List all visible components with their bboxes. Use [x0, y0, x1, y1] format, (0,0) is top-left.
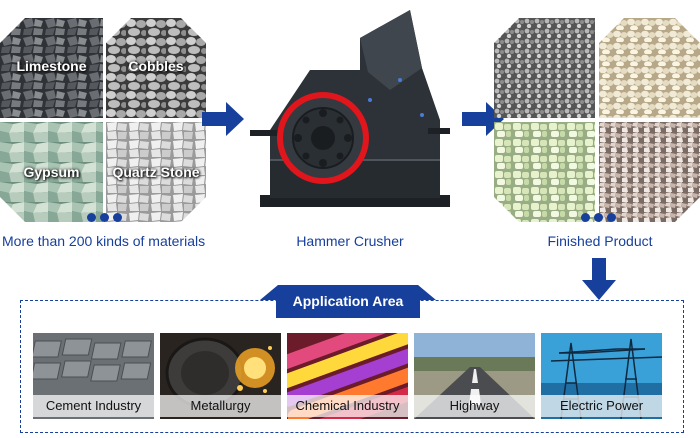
- metallurgy-image: [160, 333, 281, 419]
- more-materials-dots: [87, 213, 122, 222]
- material-label: Quartz Stone: [112, 164, 200, 180]
- product-caption: Finished Product: [547, 233, 653, 249]
- more-products-dots: [581, 213, 616, 222]
- material-label: Cobbles: [128, 58, 184, 74]
- product-tile-pink-gravel: [599, 122, 700, 222]
- machine-caption: Hammer Crusher: [296, 233, 404, 249]
- dot: [87, 213, 96, 222]
- dot: [594, 213, 603, 222]
- gypsum-image: [0, 122, 103, 222]
- arrow-right-icon: [462, 102, 504, 136]
- dot: [113, 213, 122, 222]
- application-tile-chemical-industry: Chemical Industry: [287, 333, 408, 419]
- application-area-tab: [260, 285, 436, 318]
- application-label: Chemical Industry: [287, 395, 408, 417]
- grey-gravel-image: [494, 18, 595, 118]
- material-label: Gypsum: [23, 164, 80, 180]
- application-tile-highway: Highway: [414, 333, 535, 419]
- application-tile-electric-power: Electric Power: [541, 333, 662, 419]
- material-tile-cobbles: Cobbles: [106, 18, 206, 118]
- material-label: Limestone: [16, 58, 87, 74]
- product-tile-grey-gravel: [494, 18, 595, 118]
- arrow-down-icon: [582, 258, 616, 300]
- cobbles-image: [106, 18, 206, 118]
- material-tile-gypsum: Gypsum: [0, 122, 103, 222]
- dot: [100, 213, 109, 222]
- quartz-stone-image: [106, 122, 206, 222]
- hammer-crusher-image: [250, 10, 450, 207]
- limestone-image: [0, 18, 103, 118]
- materials-caption: More than 200 kinds of materials: [2, 233, 206, 249]
- green-cubes-image: [494, 122, 595, 222]
- application-tile-cement-industry: Cement Industry: [33, 333, 154, 419]
- arrow-right-icon: [202, 102, 244, 136]
- application-label: Cement Industry: [33, 395, 154, 417]
- application-label: Highway: [414, 395, 535, 417]
- product-tile-green-cubes: [494, 122, 595, 222]
- application-label: Electric Power: [541, 395, 662, 417]
- application-area-title: Application Area: [292, 293, 404, 309]
- material-tile-quartz-stone: Quartz Stone: [106, 122, 206, 222]
- material-tile-limestone: Limestone: [0, 18, 103, 118]
- dot: [607, 213, 616, 222]
- dot: [581, 213, 590, 222]
- pink-gravel-image: [599, 122, 700, 222]
- application-label: Metallurgy: [160, 395, 281, 417]
- cream-pebbles-image: [599, 18, 700, 118]
- application-tile-metallurgy: Metallurgy: [160, 333, 281, 419]
- product-tile-cream-pebbles: [599, 18, 700, 118]
